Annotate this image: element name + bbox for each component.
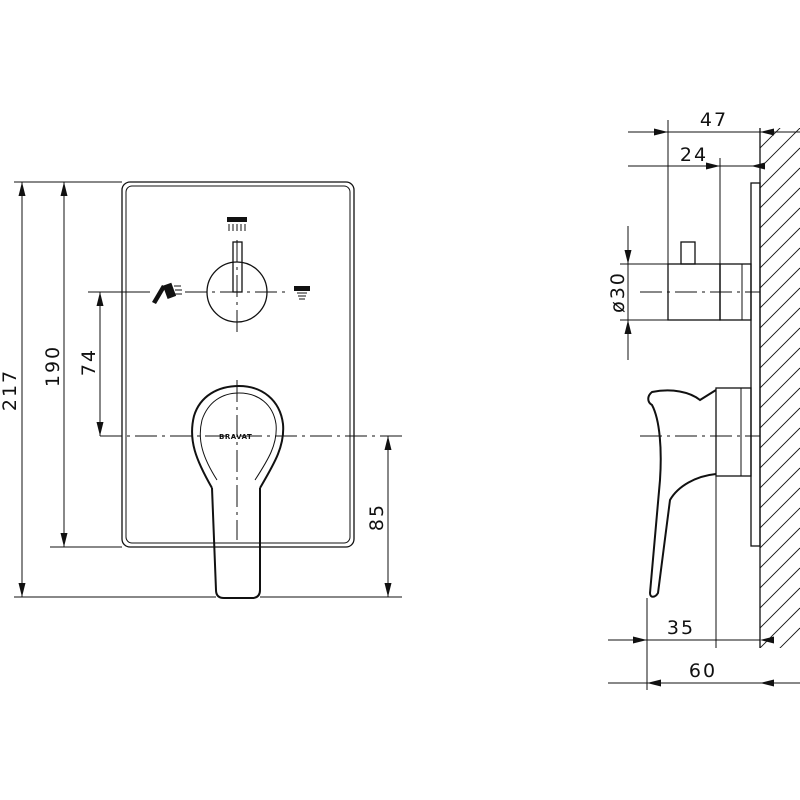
svg-text:190: 190 [42,345,64,387]
side-view: 47 24 ø30 35 60 [607,109,800,690]
svg-text:24: 24 [680,144,708,166]
brand-mark: BRAVAT [219,433,252,441]
spout-icon [294,286,310,300]
wall-hatching [760,128,800,648]
dimension-217: 217 [0,182,26,597]
dimension-24: 24 [628,144,765,170]
hand-shower-icon [152,282,182,304]
svg-text:217: 217 [0,369,21,411]
overhead-shower-icon [227,217,247,231]
cover-plate-inner [125,185,351,544]
mixer-handle: BRAVAT [191,384,285,599]
dimension-47: 47 [628,109,800,136]
dimension-35: 35 [608,617,774,644]
svg-text:35: 35 [667,617,695,639]
cover-plate-side [750,182,761,547]
mixer-handle-side [647,389,717,598]
knob-lever-side [680,241,696,265]
cover-plate [121,181,355,548]
dimension-74: 74 [78,292,104,436]
svg-text:74: 74 [78,348,100,376]
dimension-85: 85 [366,436,392,597]
front-view: BRAVAT 217 190 74 [0,181,402,599]
svg-text:60: 60 [689,660,717,682]
svg-text:ø30: ø30 [607,271,629,313]
dimension-diameter-30: ø30 [607,226,632,360]
mixer-escutcheon [715,387,752,477]
dimension-190: 190 [42,182,68,547]
dimension-60: 60 [608,660,800,687]
svg-text:47: 47 [700,109,728,131]
svg-text:85: 85 [366,503,388,531]
